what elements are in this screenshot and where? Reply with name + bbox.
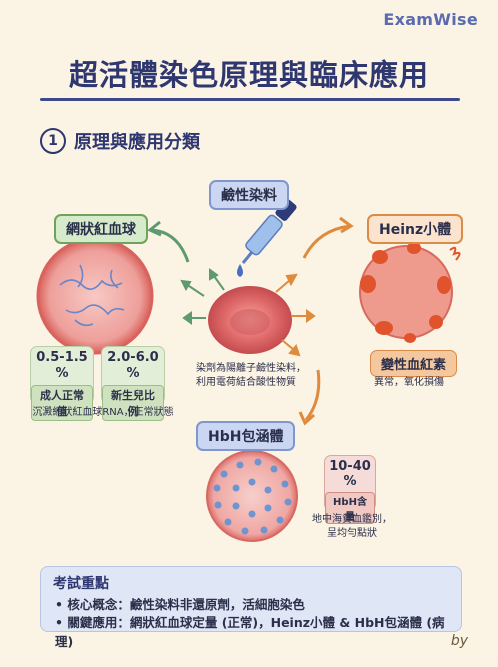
hbh-note-line2: 呈均勻點狀 [327, 528, 377, 539]
adult-normal-unit: % [55, 366, 69, 381]
hbh-note: 地中海貧血鑑別， 呈均勻點狀 [302, 513, 402, 541]
page-title: 超活體染色原理與臨床應用 [68, 58, 429, 92]
exam-point-2: • 關鍵應用：網狀紅血球定量 (正常)，Heinz小體 & HbH包涵體 (病理… [55, 615, 445, 649]
section-header: 1 原理與應用分類 [40, 128, 200, 154]
exam-point-1: • 核心概念：鹼性染料非還原劑，活細胞染色 [55, 597, 305, 612]
heinz-body-cell-icon [359, 242, 461, 343]
hbh-label: HbH包涵體 [196, 421, 296, 451]
adult-normal-tag: 成人正常值 [31, 385, 93, 421]
denatured-hemoglobin-tag: 變性血紅素 [370, 350, 458, 377]
section-number: 1 [40, 128, 66, 154]
hbh-value-box: 10-40 % HbH含量 [324, 455, 376, 524]
adult-normal-value: 0.5-1.5 [36, 350, 88, 365]
brand-logo: ExamWise [383, 10, 478, 29]
hbh-note-line1: 地中海貧血鑑別， [312, 514, 392, 525]
reticulocyte-label: 網狀紅血球 [54, 214, 148, 244]
hbh-value: 10-40 [329, 459, 371, 474]
direction-arrows-icon [180, 268, 225, 325]
hbh-content-tag: HbH含量 [325, 492, 375, 524]
newborn-tag: 新生兒比例 [102, 385, 164, 421]
dye-note-line2: 利用電荷結合酸性物質 [196, 377, 296, 388]
section-title: 原理與應用分類 [74, 132, 200, 153]
signature: by [450, 633, 468, 649]
exam-points-panel: 考試重點 • 核心概念：鹼性染料非還原劑，活細胞染色 • 關鍵應用：網狀紅血球定… [40, 566, 462, 649]
dye-note-line1: 染劑為陽離子鹼性染料， [196, 363, 306, 374]
orange-direction-arrows-icon [275, 273, 316, 357]
orange-arrow-icon [298, 216, 354, 426]
exam-heading: 考試重點 [53, 576, 109, 592]
dye-label: 鹼性染料 [209, 180, 289, 210]
newborn-value: 2.0-6.0 [107, 350, 159, 365]
newborn-value-box: 2.0-6.0 % 新生兒比例 [101, 346, 165, 421]
dropper-icon [237, 199, 297, 277]
title-underline [40, 98, 460, 101]
hbh-inclusion-cell-icon [206, 450, 298, 542]
heinz-label: Heinz小體 [367, 214, 464, 244]
green-arrow-icon [147, 220, 190, 263]
reticulocyte-cell-icon [36, 237, 154, 355]
red-blood-cell-icon [208, 286, 292, 354]
reticulocyte-note: 沉澱網狀紅血球RNA，正常狀態 [32, 407, 174, 418]
dye-mechanism-note: 染劑為陽離子鹼性染料， 利用電荷結合酸性物質 [196, 362, 306, 390]
newborn-unit: % [126, 366, 140, 381]
adult-normal-value-box: 0.5-1.5 % 成人正常值 [30, 346, 94, 421]
hbh-unit: % [343, 474, 357, 489]
heinz-note: 異常，氧化損傷 [374, 377, 444, 388]
